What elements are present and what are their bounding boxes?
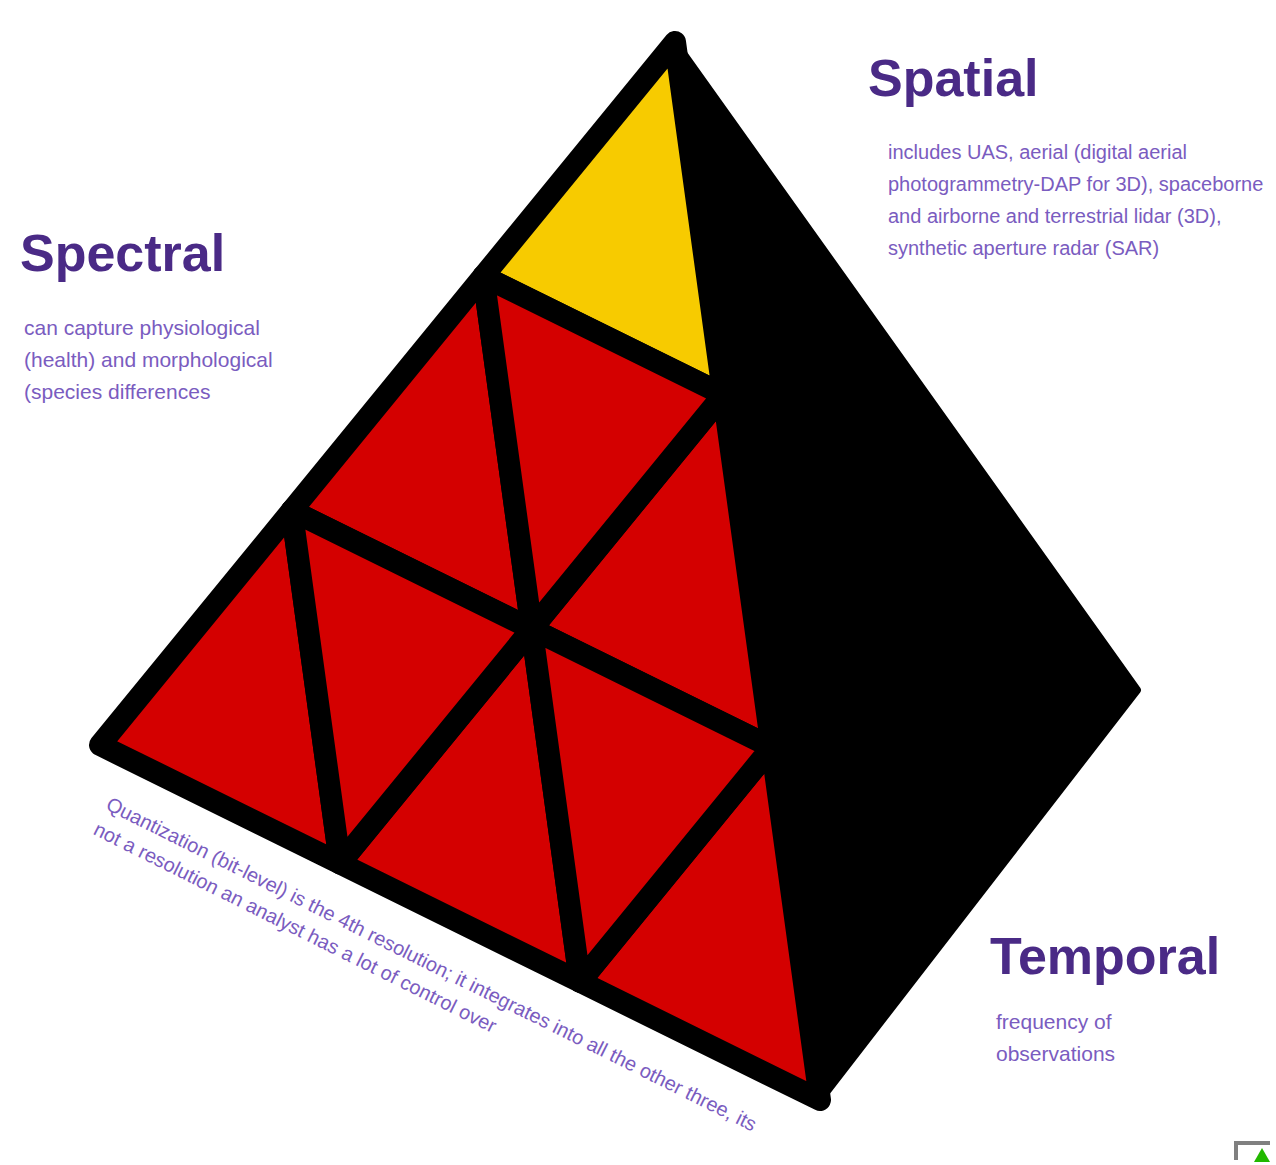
red-sticker xyxy=(532,629,772,982)
section-heading: Temporal xyxy=(990,926,1220,986)
section-heading: Spatial xyxy=(868,48,1039,108)
red-sticker xyxy=(292,511,532,864)
section-body: includes UAS, aerial (digital aerial pho… xyxy=(888,136,1270,264)
pyramid-silhouette xyxy=(100,42,1137,1100)
section-heading: Spectral xyxy=(20,223,225,283)
green-triangle-icon xyxy=(1254,1148,1270,1162)
red-sticker xyxy=(483,276,723,629)
section-body: frequency of observations xyxy=(996,1006,1166,1070)
section-body: can capture physiological (health) and m… xyxy=(24,312,286,408)
